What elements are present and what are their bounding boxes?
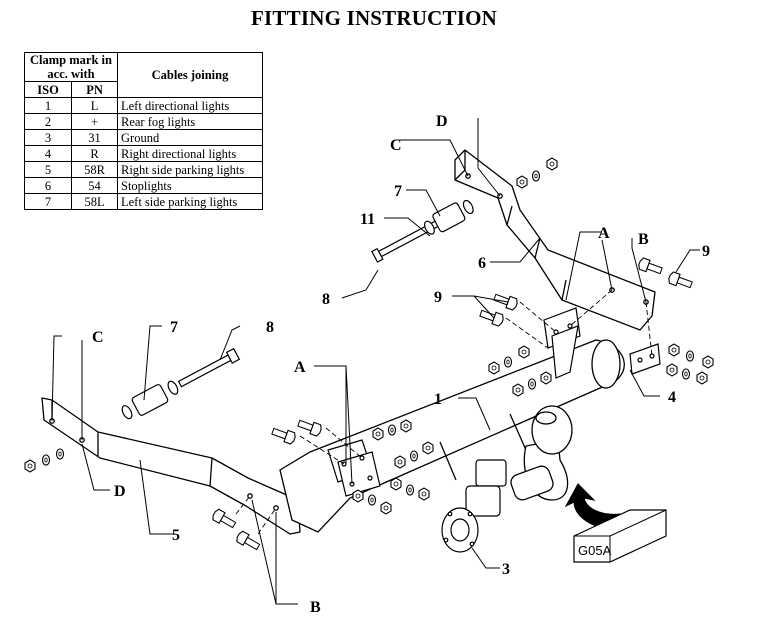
g05a-label: G05A bbox=[578, 543, 612, 558]
socket-assembly bbox=[441, 459, 507, 553]
left-side-bracket bbox=[41, 397, 301, 535]
right-mounting-plate bbox=[543, 307, 661, 379]
callout-d-top: D bbox=[436, 113, 448, 130]
callout-b-bottom: B bbox=[310, 599, 321, 616]
cables-joining-table: Clamp mark in acc. with Cables joining I… bbox=[23, 52, 263, 210]
callout-b-top: B bbox=[638, 231, 649, 248]
callout-8-left: 8 bbox=[322, 291, 330, 308]
callout-5: 5 bbox=[172, 527, 180, 544]
callout-7-left: 7 bbox=[170, 319, 178, 336]
callout-c-left: C bbox=[92, 329, 104, 346]
pn-header: PN bbox=[71, 81, 118, 98]
callout-6: 6 bbox=[478, 255, 486, 272]
callout-3: 3 bbox=[502, 561, 510, 578]
page-title: FITTING INSTRUCTION bbox=[251, 6, 497, 30]
leader-lines bbox=[51, 118, 700, 605]
g05a-stamp: G05A bbox=[573, 509, 667, 563]
desc-cell: Stoplights bbox=[117, 177, 263, 194]
desc-cell: Right side parking lights bbox=[117, 161, 263, 178]
callout-a-top: A bbox=[598, 225, 610, 242]
pn-cell: 31 bbox=[71, 129, 118, 146]
pn-cell: 58L bbox=[71, 193, 118, 210]
desc-cell: Ground bbox=[117, 129, 263, 146]
callout-a-left: A bbox=[294, 359, 306, 376]
callout-11: 11 bbox=[360, 211, 375, 228]
callout-9-mid: 9 bbox=[434, 289, 442, 306]
iso-cell: 5 bbox=[23, 161, 73, 178]
callout-4: 4 bbox=[668, 389, 676, 406]
callout-labels: 1 3 4 5 6 7 7 8 8 9 9 11 A A B B C C D D bbox=[92, 113, 710, 616]
pn-cell: 54 bbox=[71, 177, 118, 194]
iso-cell: 7 bbox=[23, 193, 73, 210]
callout-1: 1 bbox=[434, 391, 442, 408]
desc-cell: Right directional lights bbox=[117, 145, 263, 162]
direction-arrow bbox=[564, 483, 621, 531]
callout-9-right: 9 bbox=[702, 243, 710, 260]
top-spacer-bolt bbox=[371, 199, 474, 263]
callout-c-top: C bbox=[390, 137, 402, 154]
callout-d-left: D bbox=[114, 483, 126, 500]
assembly-lines bbox=[235, 289, 653, 535]
desc-cell: Left side parking lights bbox=[117, 193, 263, 210]
clamp-mark-header: Clamp mark in acc. with bbox=[24, 52, 118, 82]
callout-8-top: 8 bbox=[266, 319, 274, 336]
cables-joining-header: Cables joining bbox=[117, 52, 263, 98]
left-spacer-bolt bbox=[121, 347, 241, 420]
callout-7-top: 7 bbox=[394, 183, 402, 200]
tow-ball bbox=[510, 405, 573, 501]
left-mounting-plate bbox=[327, 439, 381, 497]
